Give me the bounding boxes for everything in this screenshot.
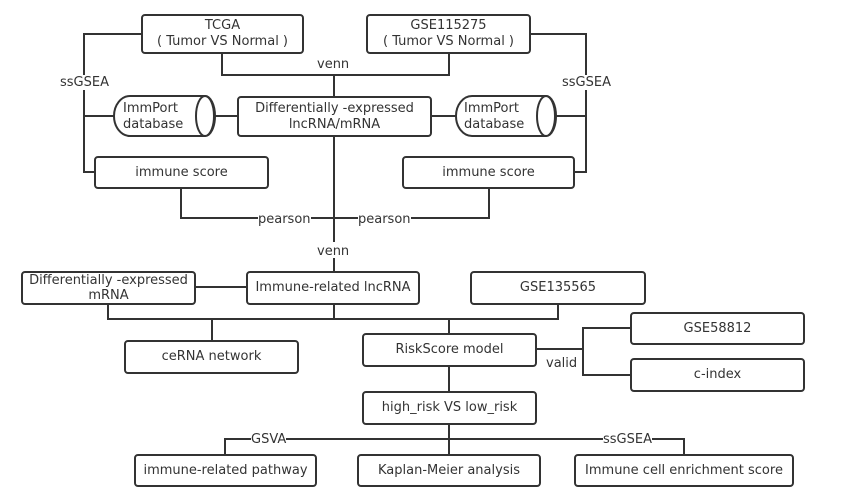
edge-gsva [224,438,685,454]
label-gsva: GSVA [251,432,287,447]
node-diff-mrna: Differentially -expressed mRNA [21,271,196,305]
node-gse115275: GSE115275 ( Tumor VS Normal ) [366,14,531,54]
edge-tcga-ssgsea-left [83,33,141,173]
label-ssgsea-bottom: ssGSEA [603,432,652,447]
node-diff-lncrna-mrna: Differentially -expressed lncRNA/mRNA [237,96,432,137]
label-venn-mid: venn [317,244,350,259]
node-cerna-network: ceRNA network [124,340,299,374]
immport-left-cylinder-cap [195,95,215,137]
edge-gse115275-ssgsea-right [530,33,587,173]
node-immport-right: ImmPort database [464,101,525,132]
node-immune-score-left: immune score [94,156,269,189]
immport-right-cylinder-cap [536,95,556,137]
label-ssgsea-left: ssGSEA [60,75,109,90]
node-gse58812: GSE58812 [630,312,805,345]
node-gse135565: GSE135565 [470,271,646,305]
edge-tcga-venn [221,53,450,76]
node-immune-score-right: immune score [402,156,575,189]
label-ssgsea-right: ssGSEA [562,75,611,90]
label-pearson-right: pearson [358,212,411,227]
node-c-index: c-index [630,358,805,392]
node-riskscore-model: RiskScore model [362,333,537,367]
node-tcga: TCGA ( Tumor VS Normal ) [141,14,304,54]
edge-valid-branch [582,327,630,376]
node-immune-cell-enrichment: Immune cell enrichment score [574,454,794,487]
node-immune-related-lncrna: Immune-related lncRNA [246,271,420,305]
node-high-vs-low-risk: high_risk VS low_risk [362,391,537,425]
node-immport-left: ImmPort database [123,101,184,132]
node-kaplan-meier: Kaplan-Meier analysis [357,454,541,487]
label-valid: valid [546,356,578,371]
label-pearson-left: pearson [258,212,311,227]
label-venn-top: venn [317,57,350,72]
node-immune-related-pathway: immune-related pathway [134,454,317,487]
